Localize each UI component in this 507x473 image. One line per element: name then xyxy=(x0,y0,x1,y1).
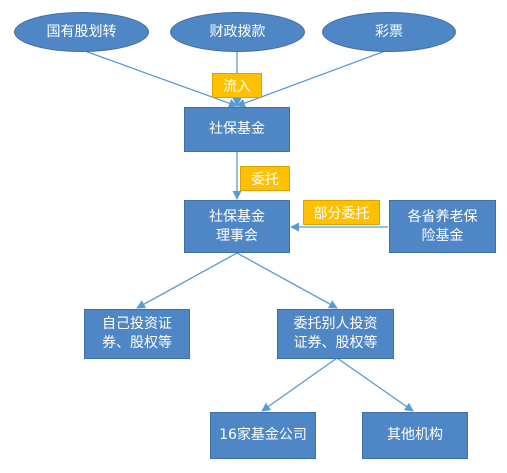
edge-council-to-entrust xyxy=(236,252,338,309)
node-social-security-fund: 社保基金 xyxy=(184,107,290,152)
node-provincial-pension-fund: 各省养老保 险基金 xyxy=(389,200,496,253)
node-fund-council: 社保基金 理事会 xyxy=(184,200,290,253)
label-inflow: 流入 xyxy=(212,73,262,98)
edge-council-to-self xyxy=(136,252,238,309)
node-other-institutions: 其他机构 xyxy=(362,412,468,459)
edge-guoyou-to-fund xyxy=(81,49,238,108)
node-fiscal-allocation: 财政拨款 xyxy=(170,12,305,52)
edge-entrust-to-others xyxy=(336,357,414,412)
node-fund-companies: 16家基金公司 xyxy=(210,412,316,459)
edge-entrust-to-funds xyxy=(261,357,338,412)
node-self-investment: 自己投资证 券、股权等 xyxy=(84,309,190,359)
node-lottery: 彩票 xyxy=(322,12,456,52)
edge-caipiao-to-fund xyxy=(236,49,389,108)
label-entrust: 委托 xyxy=(240,166,290,191)
label-partial-entrust: 部分委托 xyxy=(303,200,380,225)
node-entrusted-investment: 委托别人投资 证券、股权等 xyxy=(277,309,394,359)
node-guoyou-transfer: 国有股划转 xyxy=(14,12,149,52)
